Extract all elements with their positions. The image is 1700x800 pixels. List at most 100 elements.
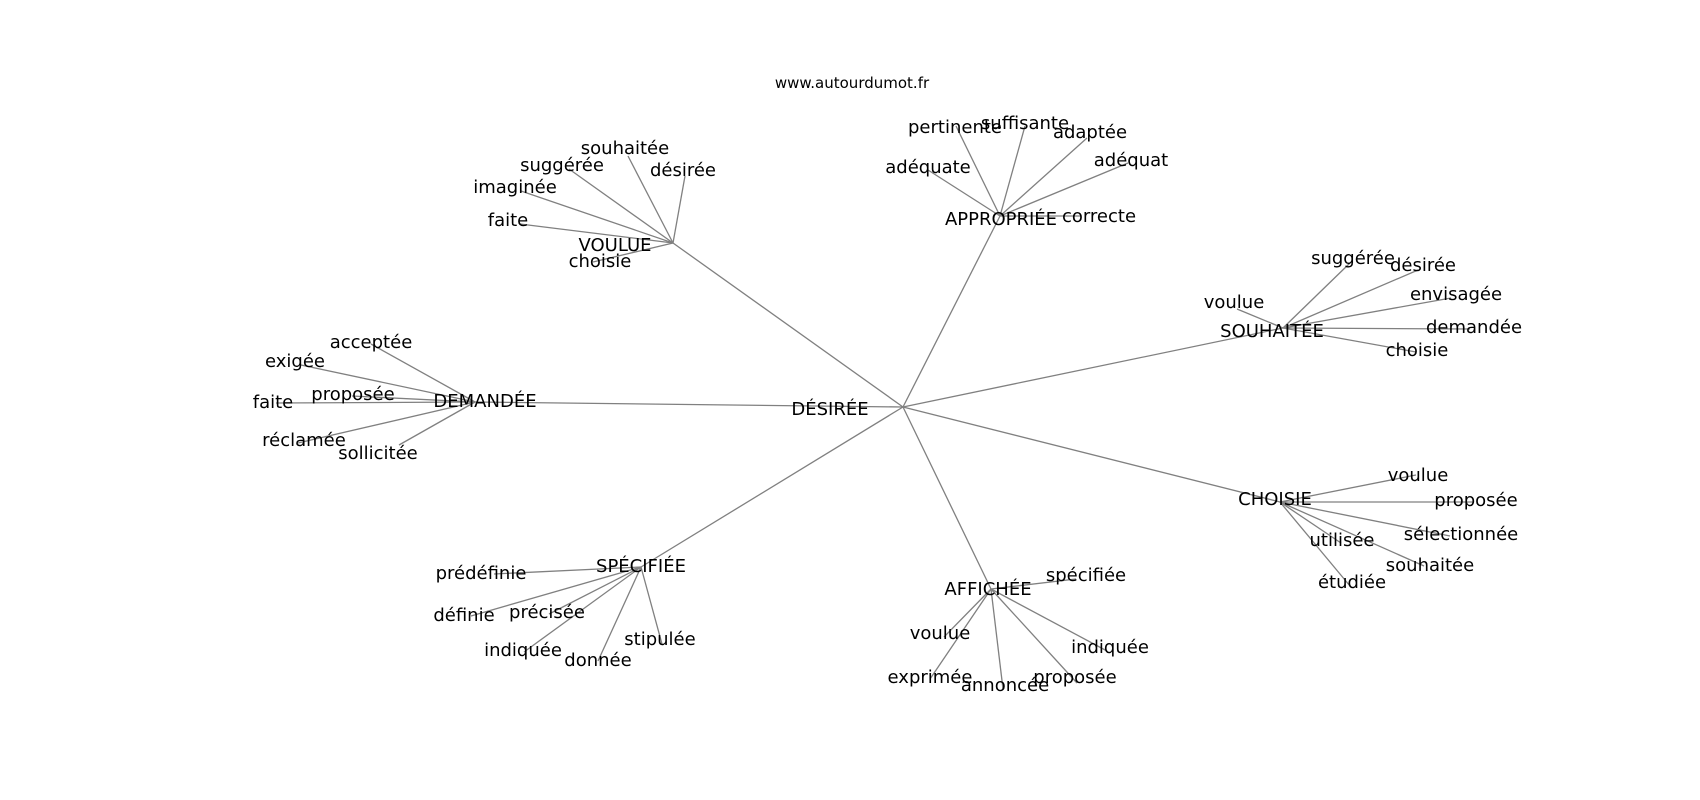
- node-appropriee-suffisante[interactable]: suffisante: [981, 113, 1069, 134]
- node-voulue-souhaitee[interactable]: souhaitée: [581, 138, 669, 159]
- edge-appropriee-adequat: [999, 162, 1129, 217]
- edge-demandee-sollicitee: [398, 401, 476, 446]
- node-specifiee[interactable]: SPÉCIFIÉE: [596, 555, 686, 577]
- edge-souhaitee-suggeree: [1282, 261, 1352, 329]
- edge-desiree-specifiee: [640, 406, 904, 568]
- node-affichee-proposee[interactable]: proposée: [1033, 667, 1116, 688]
- source-label: www.autourdumot.fr: [775, 74, 930, 92]
- edge-choisie-etudiee: [1279, 501, 1351, 587]
- edge-choisie-selectionnee: [1279, 501, 1451, 537]
- node-affichee-exprimee[interactable]: exprimée: [888, 667, 973, 688]
- node-souhaitee-choisie[interactable]: choisie: [1386, 340, 1449, 361]
- node-demandee-exigee[interactable]: exigée: [265, 351, 325, 372]
- node-choisie-utilisee[interactable]: utilisée: [1310, 530, 1375, 551]
- node-choisie[interactable]: CHOISIE: [1238, 489, 1312, 510]
- graph-edges: [275, 125, 1474, 690]
- edge-souhaitee-choisie: [1282, 327, 1417, 353]
- node-choisie-etudiee[interactable]: étudiée: [1318, 572, 1386, 593]
- node-affichee-indiquee[interactable]: indiquée: [1071, 637, 1149, 658]
- node-choisie-voulue[interactable]: voulue: [1388, 465, 1449, 486]
- edge-specifiee-stipulee: [640, 566, 663, 645]
- node-appropriee-pertinente[interactable]: pertinente: [908, 117, 1002, 138]
- node-voulue-faite[interactable]: faite: [488, 210, 529, 231]
- edge-souhaitee-desiree: [1282, 269, 1419, 329]
- graph-labels: DÉSIRÉEVOULUEsouhaitéedésiréesuggéréeima…: [253, 113, 1522, 696]
- edge-affichee-exprimee: [929, 588, 992, 680]
- node-appropriee-correcte[interactable]: correcte: [1062, 206, 1136, 227]
- node-demandee-faite[interactable]: faite: [253, 392, 294, 413]
- node-specifiee-definie[interactable]: définie: [433, 605, 494, 626]
- edge-choisie-souhaitee: [1279, 501, 1425, 567]
- edge-desiree-voulue: [672, 242, 904, 408]
- edge-voulue-choisie: [592, 242, 674, 263]
- edge-appropriee-pertinente: [955, 125, 1001, 217]
- edge-specifiee-indiquee: [523, 566, 642, 653]
- edge-desiree-affichee: [902, 406, 992, 590]
- node-specifiee-stipulee[interactable]: stipulée: [624, 629, 695, 650]
- node-appropriee-adequate[interactable]: adéquate: [885, 157, 971, 178]
- node-specifiee-donnee[interactable]: donnée: [564, 650, 631, 671]
- node-souhaitee-suggeree[interactable]: suggérée: [1311, 248, 1395, 269]
- node-specifiee-precisee[interactable]: précisée: [509, 602, 585, 623]
- node-choisie-selectionnee[interactable]: sélectionnée: [1404, 524, 1518, 545]
- edge-voulue-faite: [519, 223, 674, 244]
- node-voulue-desiree[interactable]: désirée: [650, 160, 716, 181]
- edge-appropriee-adequate: [927, 169, 1001, 217]
- edge-souhaitee-demandee: [1282, 327, 1471, 330]
- edge-demandee-acceptee: [370, 343, 476, 403]
- edge-specifiee-definie: [470, 566, 642, 617]
- node-voulue-suggeree[interactable]: suggérée: [520, 155, 604, 176]
- node-affichee-specifiee[interactable]: spécifiée: [1046, 565, 1126, 586]
- node-demandee-acceptee[interactable]: acceptée: [330, 332, 413, 353]
- edge-demandee-exigee: [300, 364, 476, 403]
- node-specifiee-indiquee[interactable]: indiquée: [484, 640, 562, 661]
- edge-appropriee-adaptee: [999, 137, 1088, 217]
- node-demandee-sollicitee[interactable]: sollicitée: [338, 443, 418, 464]
- node-voulue-choisie[interactable]: choisie: [569, 251, 632, 272]
- node-demandee-reclamee[interactable]: réclamée: [262, 430, 346, 451]
- node-appropriee-adaptee[interactable]: adaptée: [1053, 122, 1127, 143]
- node-souhaitee-voulue[interactable]: voulue: [1204, 292, 1265, 313]
- node-specifiee-predefinie[interactable]: prédéfinie: [436, 563, 527, 584]
- edge-specifiee-donnee: [597, 566, 642, 662]
- edge-appropriee-suffisante: [999, 125, 1026, 217]
- edge-choisie-utilisee: [1279, 501, 1342, 544]
- edge-specifiee-precisee: [548, 566, 642, 615]
- edge-voulue-souhaitee: [627, 155, 674, 244]
- edge-affichee-annoncee: [990, 588, 1004, 690]
- edge-desiree-demandee: [474, 401, 904, 408]
- node-souhaitee-demandee[interactable]: demandée: [1426, 317, 1522, 338]
- edge-affichee-specifiee: [990, 578, 1077, 590]
- edge-affichee-voulue: [943, 588, 992, 638]
- node-souhaitee-envisagee[interactable]: envisagée: [1410, 284, 1502, 305]
- edge-demandee-proposee: [351, 395, 476, 403]
- edge-voulue-desiree: [672, 175, 686, 244]
- node-souhaitee[interactable]: SOUHAITÉE: [1220, 320, 1324, 342]
- node-voulue-imaginee[interactable]: imaginée: [473, 177, 557, 198]
- node-affichee-voulue[interactable]: voulue: [910, 623, 971, 644]
- node-appropriee[interactable]: APPROPRIÉE: [945, 208, 1057, 230]
- edge-demandee-reclamee: [297, 401, 476, 444]
- node-choisie-proposee[interactable]: proposée: [1434, 490, 1517, 511]
- edge-affichee-indiquee: [990, 588, 1108, 652]
- edge-desiree-appropriee: [902, 215, 1001, 408]
- edge-desiree-choisie: [902, 406, 1281, 503]
- edge-affichee-proposee: [990, 588, 1078, 684]
- node-appropriee-adequat[interactable]: adéquat: [1094, 150, 1168, 171]
- node-demandee[interactable]: DEMANDÉE: [433, 390, 536, 412]
- edge-demandee-faite: [275, 401, 476, 404]
- edge-choisie-voulue: [1279, 474, 1417, 503]
- node-souhaitee-desiree[interactable]: désirée: [1390, 255, 1456, 276]
- node-desiree[interactable]: DÉSIRÉE: [791, 398, 868, 420]
- edge-voulue-suggeree: [568, 168, 674, 244]
- node-voulue[interactable]: VOULUE: [578, 235, 651, 256]
- node-affichee-annoncee[interactable]: annoncée: [961, 675, 1049, 696]
- node-demandee-proposee[interactable]: proposée: [311, 384, 394, 405]
- edge-voulue-imaginee: [520, 190, 674, 244]
- edge-souhaitee-voulue: [1236, 308, 1284, 329]
- node-choisie-souhaitee[interactable]: souhaitée: [1386, 555, 1474, 576]
- node-affichee[interactable]: AFFICHÉE: [944, 578, 1031, 600]
- edge-desiree-souhaitee: [902, 327, 1284, 408]
- edge-specifiee-predefinie: [493, 566, 642, 575]
